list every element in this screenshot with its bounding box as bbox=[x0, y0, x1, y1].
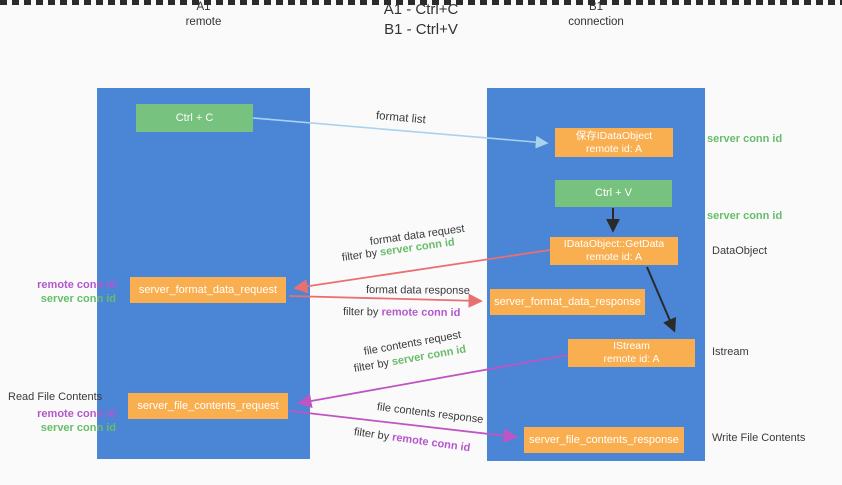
lane-b1-role: connection bbox=[568, 16, 624, 28]
node-save-idataobject-line2: remote id: A bbox=[585, 142, 643, 155]
node-ctrl-c: Ctrl + C bbox=[136, 104, 253, 132]
node-file-response-label: server_file_contents_response bbox=[529, 433, 679, 446]
node-save-idataobject: 保存IDataObject remote id: A bbox=[555, 128, 673, 157]
diagram-title: A1 - Ctrl+C B1 - Ctrl+V bbox=[0, 0, 842, 40]
session-divider-line bbox=[0, 0, 842, 5]
label-server-conn-id-top: server conn id bbox=[707, 133, 783, 145]
node-istream: IStream remote id: A bbox=[568, 339, 695, 367]
node-server-format-data-response: server_format_data_response bbox=[490, 289, 645, 315]
title-line-1: A1 - Ctrl+C bbox=[383, 1, 459, 18]
label-server-conn-id-mid: server conn id bbox=[707, 210, 783, 222]
edge-label-filter-by-remote-conn-id-2: filter by remote conn id bbox=[353, 426, 471, 454]
node-ctrl-v-label: Ctrl + V bbox=[595, 187, 632, 199]
filter-by-text: filter by bbox=[352, 356, 393, 375]
label-read-file-contents: Read File Contents bbox=[8, 391, 103, 403]
label-remote-conn-id-left-top: remote conn id bbox=[37, 279, 116, 291]
label-block-conn-ids-top: remote conn id server conn id bbox=[10, 278, 116, 306]
node-ctrl-c-label: Ctrl + C bbox=[175, 111, 214, 124]
label-write-file-contents: Write File Contents bbox=[712, 432, 806, 444]
label-server-conn-id-left-top: server conn id bbox=[40, 293, 116, 305]
edge-label-file-contents-response: file contents response bbox=[376, 401, 484, 426]
filter-by-text: filter by bbox=[342, 306, 382, 319]
edge-label-filter-by-remote-conn-id-1: filter by remote conn id bbox=[343, 306, 460, 319]
node-idataobject-getdata: IDataObject::GetData remote id: A bbox=[550, 237, 678, 265]
node-server-file-contents-request: server_file_contents_request bbox=[128, 393, 288, 419]
label-block-conn-ids-bottom: remote conn id server conn id bbox=[10, 407, 116, 435]
title-line-2: B1 - Ctrl+V bbox=[384, 21, 458, 38]
label-dataobject: DataObject bbox=[712, 245, 768, 257]
node-file-request-label: server_file_contents_request bbox=[137, 399, 279, 412]
node-server-format-data-request: server_format_data_request bbox=[130, 277, 286, 303]
remote-conn-id-text: remote conn id bbox=[391, 431, 472, 455]
node-format-response-label: server_format_data_response bbox=[494, 295, 641, 308]
filter-by-text: filter by bbox=[341, 246, 381, 264]
edge-label-format-data-response: format data response bbox=[365, 284, 471, 297]
node-getdata-line1: IDataObject::GetData bbox=[563, 238, 665, 250]
label-istream: Istream bbox=[712, 346, 749, 358]
node-server-file-contents-response: server_file_contents_response bbox=[524, 427, 684, 453]
label-server-conn-id-left-bottom: server conn id bbox=[40, 422, 116, 434]
node-istream-line1: IStream bbox=[613, 340, 650, 352]
lane-a1-role: remote bbox=[185, 16, 222, 28]
remote-conn-id-text: remote conn id bbox=[381, 306, 461, 320]
node-istream-line2: remote id: A bbox=[603, 353, 660, 365]
node-getdata-line2: remote id: A bbox=[585, 251, 643, 263]
edge-label-format-list: format list bbox=[375, 110, 427, 127]
node-ctrl-v: Ctrl + V bbox=[555, 180, 672, 207]
label-remote-conn-id-left-bottom: remote conn id bbox=[37, 408, 116, 420]
node-save-idataobject-line1: 保存IDataObject bbox=[575, 129, 653, 142]
filter-by-text: filter by bbox=[353, 426, 393, 444]
node-format-request-label: server_format_data_request bbox=[138, 283, 278, 296]
